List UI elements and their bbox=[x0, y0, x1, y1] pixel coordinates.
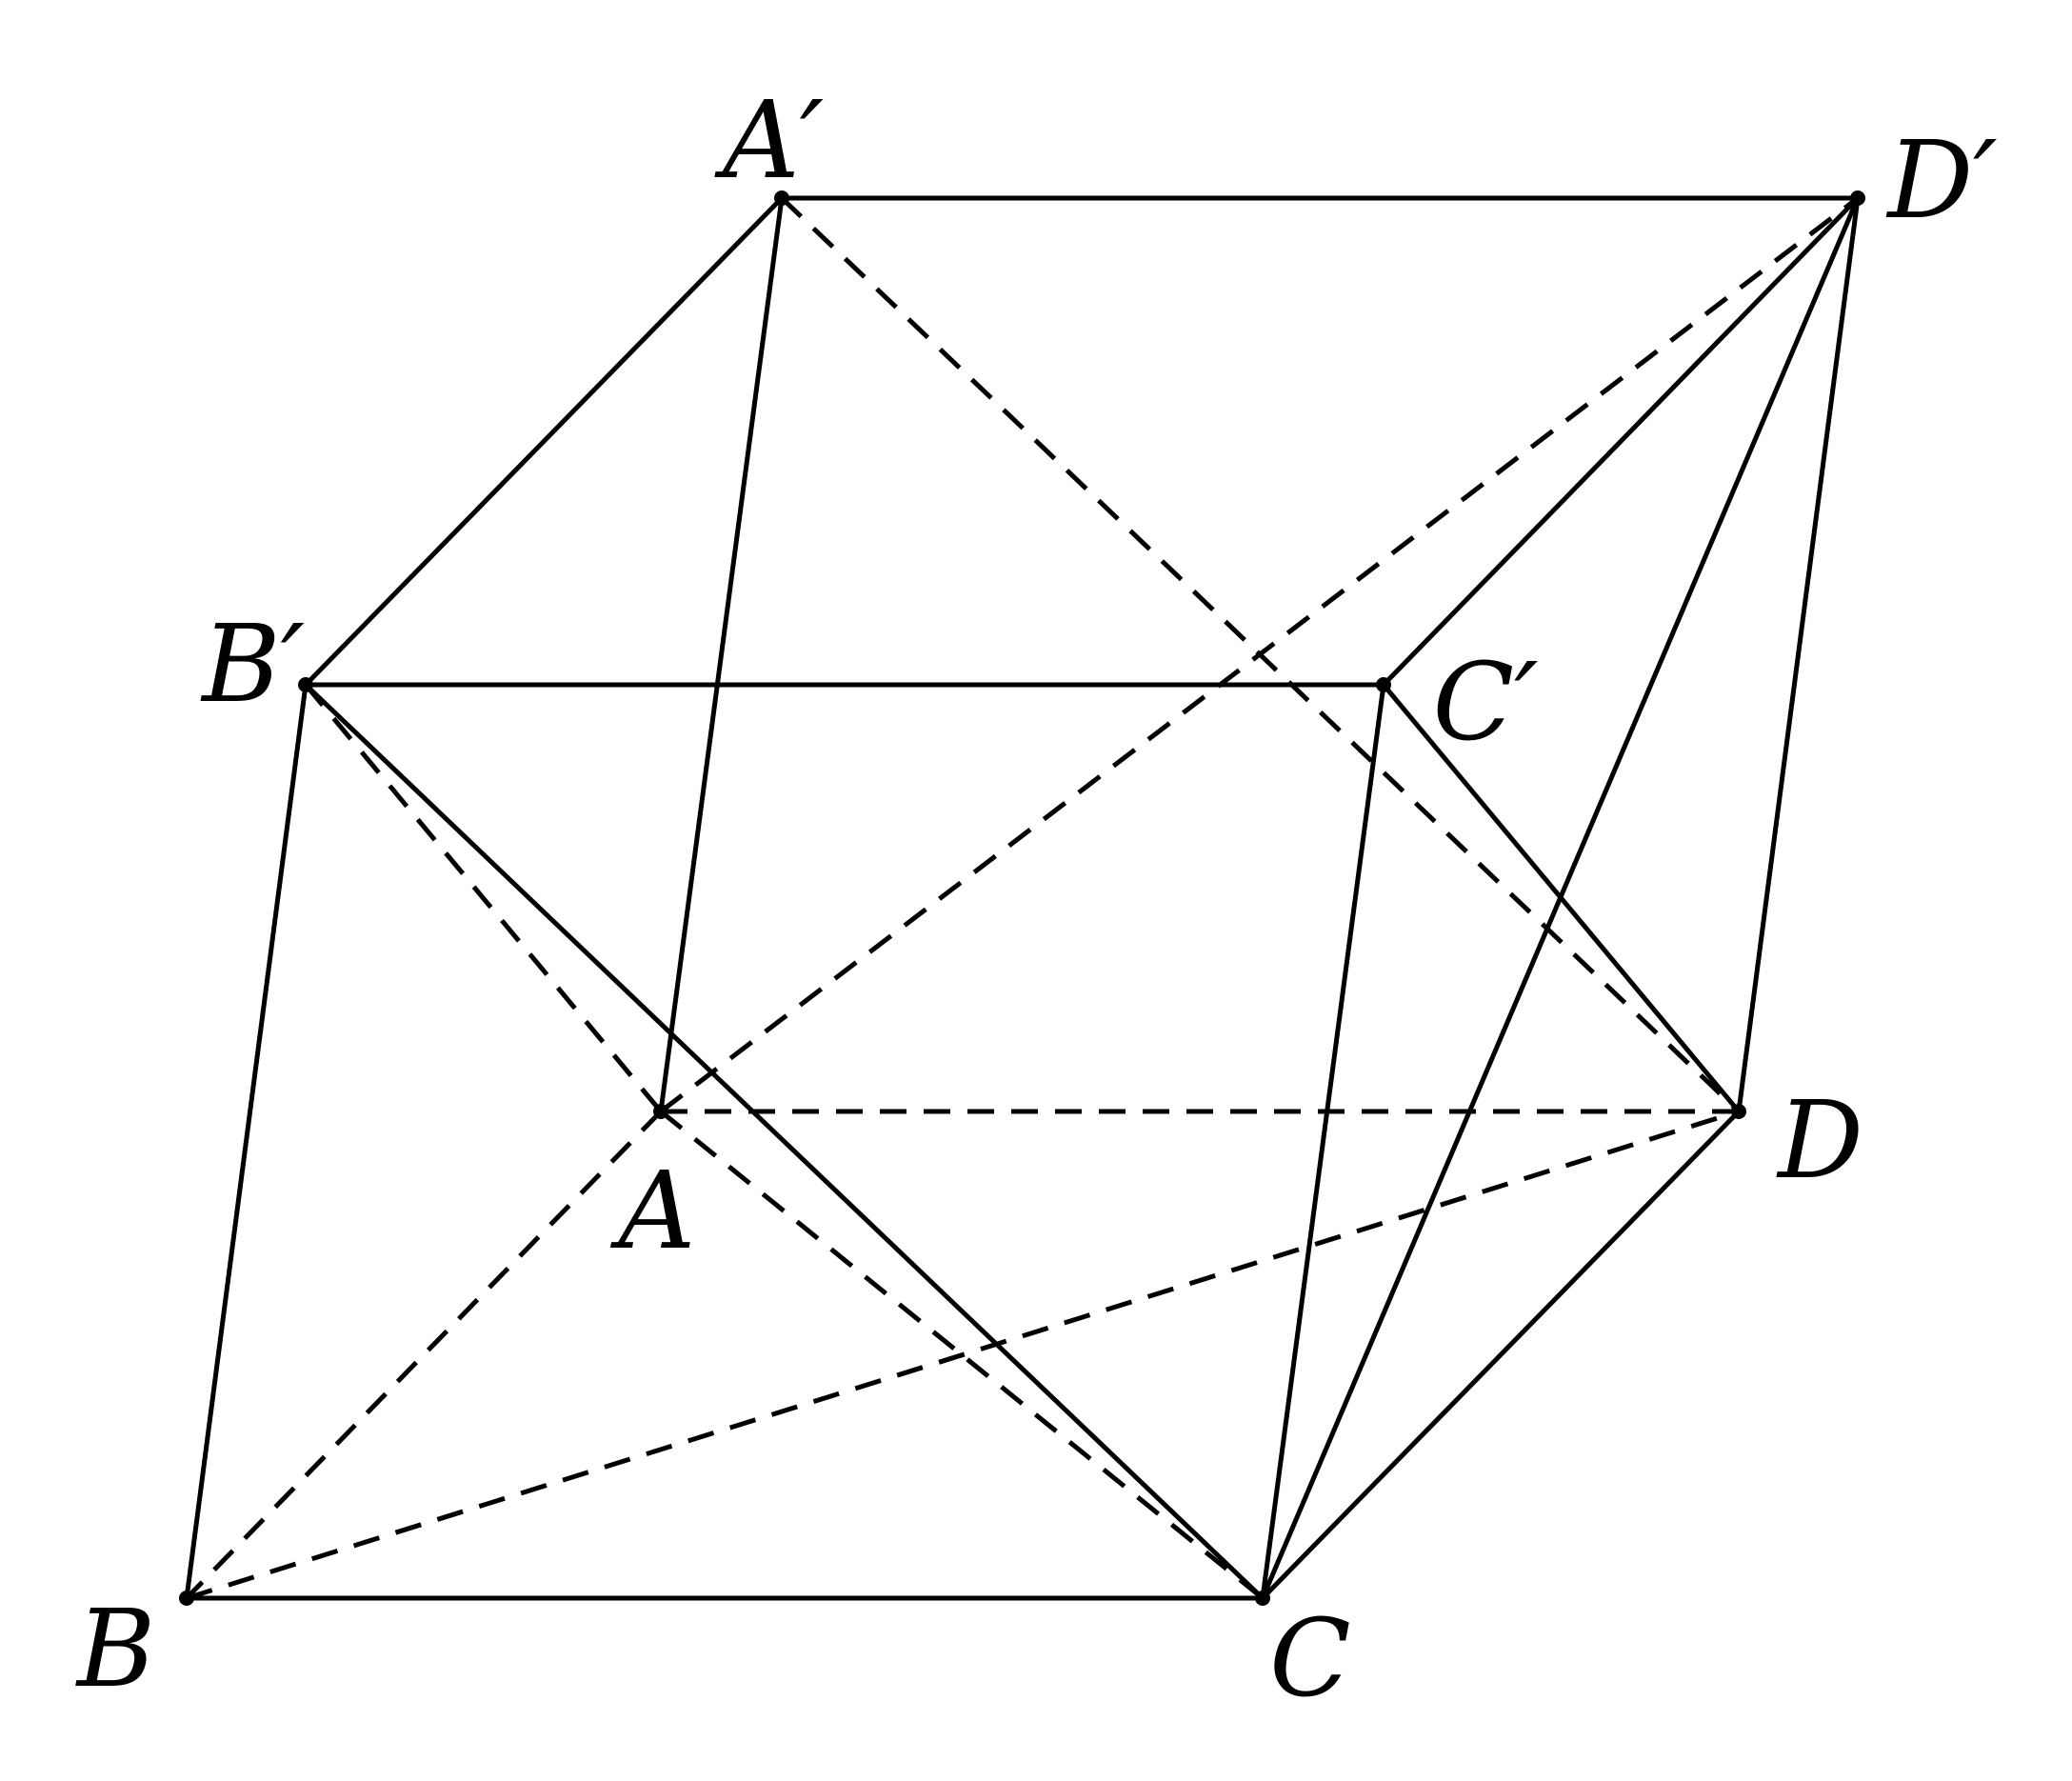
edge-b1-c bbox=[303, 682, 1265, 1601]
vertex-point-a1 bbox=[774, 190, 789, 206]
vertex-label-d: D bbox=[1776, 1079, 1863, 1203]
vertex-label-d1: D′ bbox=[1885, 119, 1997, 243]
vertex-label-a1: A′ bbox=[714, 79, 824, 203]
vertex-point-c bbox=[1255, 1591, 1270, 1606]
edge-a-d1 bbox=[659, 196, 1860, 1113]
edge-b1-a bbox=[304, 683, 663, 1113]
edge-a-b bbox=[185, 1110, 663, 1600]
vertex-label-c: C bbox=[1269, 1597, 1351, 1721]
vertex-point-c1 bbox=[1376, 677, 1391, 692]
edge-a1-b1 bbox=[303, 195, 785, 688]
vertex-label-a: A bbox=[610, 1150, 696, 1273]
edge-c1-c bbox=[1260, 682, 1386, 1601]
edge-c-d bbox=[1260, 1109, 1742, 1601]
labels-layer: A B C D A′ B′ C′ D′ bbox=[75, 79, 1998, 1721]
vertex-point-b bbox=[179, 1591, 194, 1606]
edges-layer bbox=[184, 195, 1861, 1601]
vertex-label-c1: C′ bbox=[1432, 641, 1538, 765]
edge-b-d bbox=[186, 1109, 1740, 1601]
vertex-label-b: B bbox=[75, 1588, 155, 1711]
edge-d1-c bbox=[1260, 195, 1861, 1601]
vertex-point-b1 bbox=[298, 677, 313, 692]
edge-a1-a bbox=[658, 195, 785, 1114]
vertex-point-d bbox=[1731, 1104, 1746, 1119]
vertex-label-b1: B′ bbox=[200, 603, 305, 727]
vertices-layer bbox=[179, 190, 1865, 1606]
vertex-point-a bbox=[653, 1104, 668, 1119]
vertex-point-d1 bbox=[1850, 190, 1865, 206]
edge-c1-d1 bbox=[1381, 195, 1861, 688]
edge-b1-b bbox=[184, 682, 309, 1601]
edge-d1-d bbox=[1736, 195, 1861, 1114]
